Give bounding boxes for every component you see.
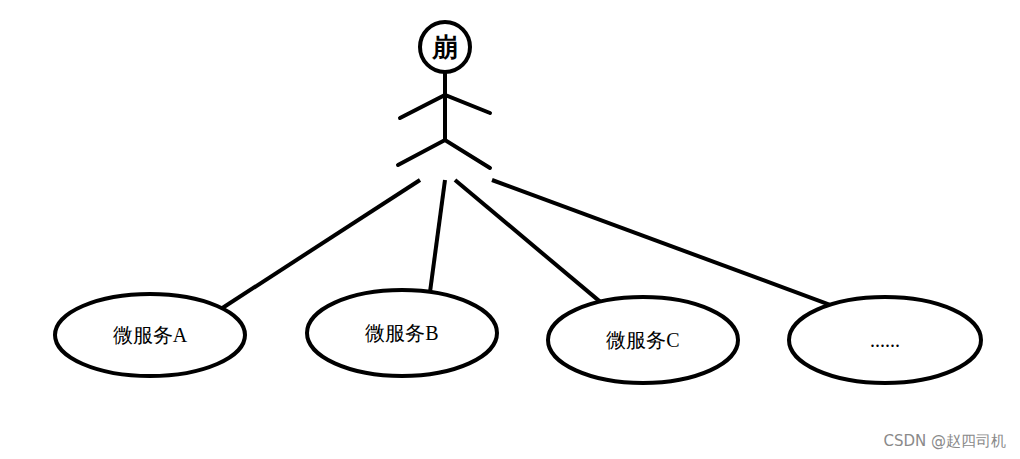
connector [430,180,445,292]
service-name: ...... [787,329,983,352]
stick-figure: 崩 [395,20,495,180]
service-name: 微服务C [546,327,740,354]
watermark: CSDN @赵四司机 [883,432,1006,451]
service-ellipse: 微服务B [305,288,499,378]
connector [455,180,600,302]
service-name: 微服务A [53,322,247,349]
service-ellipse: 微服务C [546,295,740,385]
connector [492,180,830,305]
service-ellipse: ...... [787,295,983,385]
service-name: 微服务B [305,320,499,347]
service-ellipse: 微服务A [53,292,247,378]
head-text: 崩 [420,22,470,72]
